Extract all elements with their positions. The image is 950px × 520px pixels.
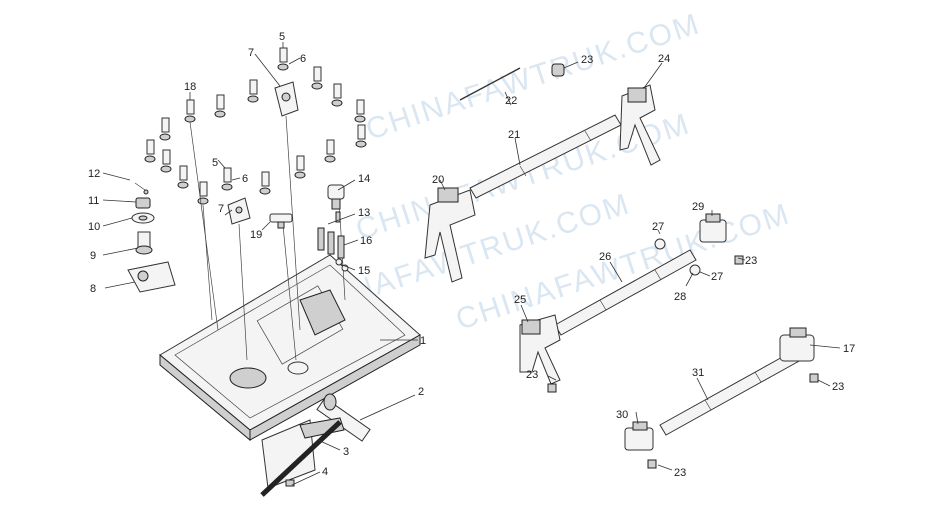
callout-29: 29 xyxy=(692,201,704,213)
callout-27b: 27 xyxy=(711,271,723,283)
callout-5a: 5 xyxy=(279,31,285,43)
callout-6a: 6 xyxy=(300,53,306,65)
callout-30: 30 xyxy=(616,409,628,421)
detent-balls xyxy=(335,258,349,272)
callout-26: 26 xyxy=(599,251,611,263)
shaft-26 xyxy=(554,249,697,336)
callout-22: 22 xyxy=(505,95,517,107)
plug-valve xyxy=(316,393,371,442)
callout-1: 1 xyxy=(420,335,426,347)
callout-23a: 23 xyxy=(581,54,593,66)
nut-top xyxy=(551,63,565,77)
callout-9: 9 xyxy=(90,250,96,262)
callout-17: 17 xyxy=(843,343,855,355)
callout-25: 25 xyxy=(514,294,526,306)
callout-8: 8 xyxy=(90,283,96,295)
callout-23b: 23 xyxy=(745,255,757,267)
shift-fork-25 xyxy=(519,314,561,385)
callout-labels: 1 2 3 4 5 5 6 6 7 7 8 9 10 11 12 13 14 1… xyxy=(88,31,855,479)
shaft-31 xyxy=(659,349,802,436)
shift-fork-24 xyxy=(619,84,661,166)
callout-23e: 23 xyxy=(674,467,686,479)
select-block-17 xyxy=(779,327,815,362)
shift-fork-20 xyxy=(424,187,476,283)
callout-7a: 7 xyxy=(248,47,254,59)
callout-21: 21 xyxy=(508,129,520,141)
clamp-plate-upper xyxy=(274,81,299,117)
callout-19: 19 xyxy=(250,229,262,241)
callout-31: 31 xyxy=(692,367,704,379)
callout-28: 28 xyxy=(674,291,686,303)
callout-23c: 23 xyxy=(526,369,538,381)
callout-2: 2 xyxy=(418,386,424,398)
callout-11: 11 xyxy=(88,195,99,207)
leader-lines xyxy=(102,42,841,486)
long-bolt xyxy=(260,420,342,497)
detent-springs xyxy=(317,227,345,259)
callout-15: 15 xyxy=(358,265,370,277)
callout-27a: 27 xyxy=(652,221,664,233)
left-stack xyxy=(127,182,176,293)
select-block-30 xyxy=(624,421,654,451)
interlock-balls xyxy=(654,238,701,276)
plug-large xyxy=(327,184,345,210)
bolt-set xyxy=(144,47,367,205)
callout-6b: 6 xyxy=(242,173,248,185)
callout-10: 10 xyxy=(88,221,100,233)
callout-16: 16 xyxy=(360,235,372,247)
rod-22 xyxy=(459,67,521,101)
callout-12: 12 xyxy=(88,168,100,180)
callout-13: 13 xyxy=(358,207,370,219)
detent-pin xyxy=(335,211,341,223)
callout-18: 18 xyxy=(184,81,196,93)
callout-24: 24 xyxy=(658,53,670,65)
cover-plate xyxy=(159,254,421,442)
bracket xyxy=(261,417,345,489)
breather-cap xyxy=(269,213,293,229)
callout-7b: 7 xyxy=(218,203,224,215)
clamp-plate-lower xyxy=(227,197,251,225)
set-screws xyxy=(547,255,819,469)
callout-3: 3 xyxy=(343,446,349,458)
callout-20: 20 xyxy=(432,174,444,186)
callout-5b: 5 xyxy=(212,157,218,169)
callout-14: 14 xyxy=(358,173,370,185)
select-block-29 xyxy=(699,213,727,243)
callout-4: 4 xyxy=(322,466,328,478)
callout-23d: 23 xyxy=(832,381,844,393)
